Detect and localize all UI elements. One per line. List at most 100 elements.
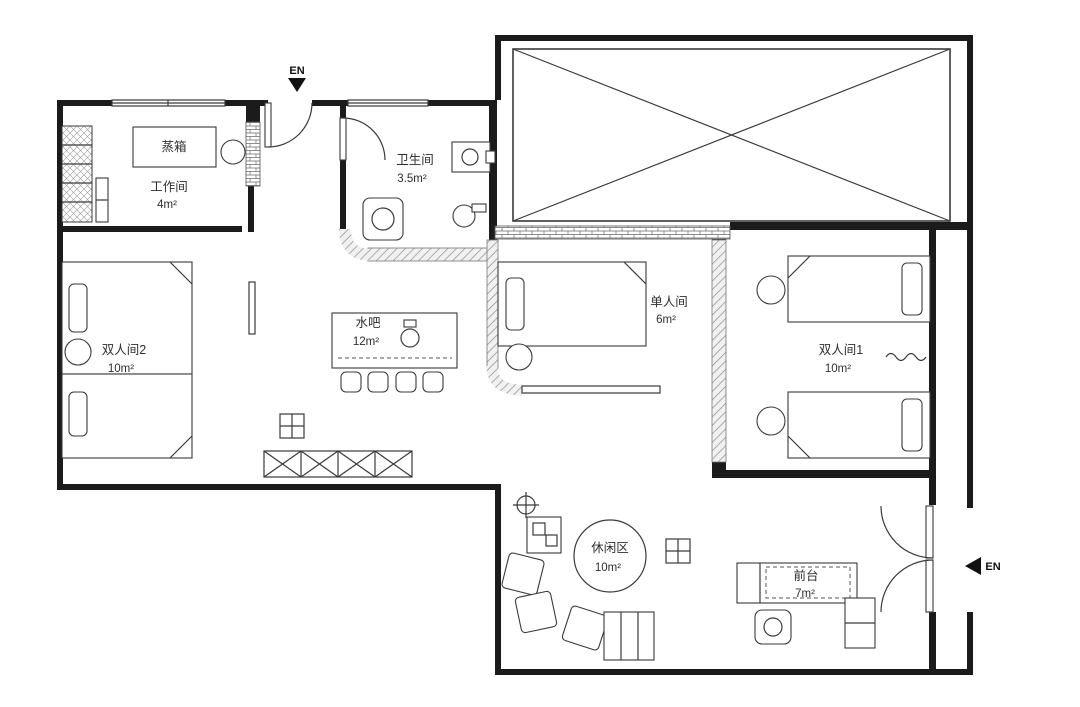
low-counter — [521, 385, 661, 394]
wall-segment — [495, 35, 501, 100]
room-name: 双人间2 — [102, 343, 147, 357]
room-area: 7m² — [795, 588, 815, 600]
nightstand — [505, 343, 533, 371]
windows — [111, 99, 429, 107]
wash-basin — [452, 204, 476, 228]
pillow — [68, 283, 88, 333]
wall-segment — [312, 100, 348, 106]
pillow — [505, 277, 525, 331]
brick-wall — [245, 121, 261, 187]
reception-desk — [736, 562, 858, 604]
floor-cushion — [561, 605, 609, 651]
room-name: 前台 — [793, 568, 818, 583]
wall-segment — [57, 100, 63, 490]
wall-segment — [495, 669, 973, 675]
blanket-fold — [169, 435, 193, 459]
room-name: 单人间 — [650, 295, 688, 309]
desk-chair — [754, 609, 792, 645]
cabinet — [844, 597, 876, 649]
door-leaf — [925, 505, 934, 559]
low-partition — [248, 281, 256, 335]
wall-segment — [489, 100, 497, 240]
entrance-marker-right: EN — [965, 557, 1001, 575]
floor-grid-symbol — [665, 538, 691, 564]
floor-cushion — [501, 552, 545, 596]
room-area: 10m² — [825, 363, 851, 375]
room-water-bar: 水吧 12m² — [331, 312, 458, 393]
exterior-walls — [57, 35, 973, 675]
entry-double-door-right — [880, 505, 934, 613]
blanket-fold — [169, 261, 193, 285]
nightstand — [64, 338, 92, 366]
entrance-arrow-icon — [288, 78, 306, 92]
column-marker — [513, 492, 539, 518]
toilet — [362, 197, 404, 241]
bar-sink — [400, 328, 420, 348]
room-name: 休闲区 — [591, 541, 629, 555]
room-double-1: 双人间1 10m² — [756, 255, 931, 459]
pillow — [901, 398, 923, 452]
room-area: 6m² — [656, 314, 676, 326]
faucet — [485, 150, 496, 164]
door-swing-arc — [267, 102, 313, 148]
room-name: 卫生间 — [396, 153, 434, 167]
desk-dashed-zone — [765, 566, 851, 599]
room-name: 水吧 — [355, 316, 381, 330]
entrance-marker-top: EN — [288, 65, 306, 92]
steam-box — [132, 126, 217, 168]
brick-wall — [494, 225, 731, 240]
wall-segment — [967, 612, 973, 675]
wall-segment — [340, 100, 346, 118]
wall-segment — [712, 470, 935, 478]
room-area: 10m² — [595, 562, 621, 574]
room-area: 4m² — [157, 199, 177, 211]
nightstand — [756, 275, 786, 305]
wall-segment — [248, 185, 254, 232]
void-outline — [512, 48, 951, 222]
door-swing-arc — [880, 505, 934, 559]
stool — [220, 139, 246, 165]
sink-basin — [461, 148, 479, 166]
stool — [395, 371, 417, 393]
nightstand — [756, 406, 786, 436]
wall-segment — [929, 612, 936, 669]
entrance-label: EN — [289, 65, 304, 77]
room-workroom: 蒸箱 工作间 4m² — [61, 125, 246, 223]
room-front-desk: 前台 7m² — [736, 562, 876, 649]
room-double-2: 双人间2 10m² — [61, 261, 413, 478]
hatched-wall — [486, 239, 499, 369]
wall-segment — [730, 222, 973, 230]
masonry-walls — [245, 121, 731, 240]
window — [347, 99, 429, 107]
pillow — [68, 391, 88, 437]
stool — [367, 371, 389, 393]
floor-cushion — [514, 590, 558, 634]
wall-segment — [57, 226, 242, 232]
room-name: 工作间 — [150, 180, 188, 194]
door-leaf — [925, 559, 934, 613]
side-table — [526, 516, 562, 554]
blanket-fold — [787, 435, 811, 459]
room-area: 12m² — [353, 336, 379, 348]
wall-segment — [57, 100, 112, 106]
entrance-arrow-icon — [965, 557, 981, 575]
wall-segment — [712, 460, 726, 470]
faucet — [403, 319, 417, 328]
wall-segment — [246, 103, 260, 122]
room-name: 双人间1 — [819, 343, 864, 357]
wall-segment — [929, 222, 936, 505]
void-area — [512, 48, 951, 222]
leisure-label-circle — [573, 519, 647, 593]
room-leisure: 休闲区 10m² — [501, 492, 691, 661]
void-diagonal — [512, 48, 951, 222]
hatched-wall — [711, 239, 727, 463]
wall-segment — [57, 484, 501, 490]
wall-segment — [967, 35, 973, 508]
wardrobe — [263, 450, 413, 478]
stool — [340, 371, 362, 393]
entrance-label: EN — [985, 561, 1000, 573]
entry-door-top — [264, 102, 313, 148]
room-single: 单人间 6m² — [497, 261, 688, 394]
